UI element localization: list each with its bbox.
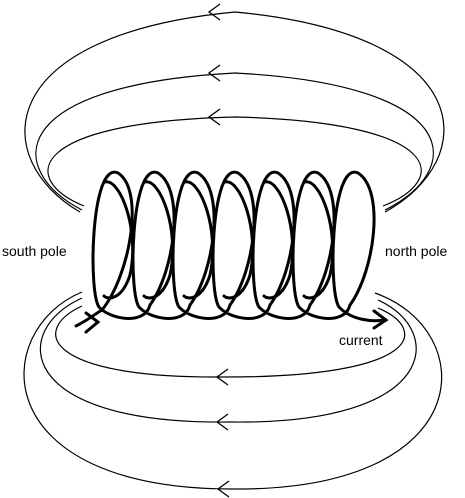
current-arrows <box>84 309 389 334</box>
coil-back-arcs <box>102 180 335 300</box>
current-in-arrowhead <box>84 311 101 334</box>
arrowhead-lower-inner <box>215 368 229 386</box>
lower-field-lines <box>23 291 443 490</box>
north-pole-label: north pole <box>385 243 447 259</box>
arrowhead-lower-middle <box>215 413 229 431</box>
field-line-upper-outer <box>24 11 445 213</box>
coil-front-arcs <box>74 170 386 328</box>
current-label: current <box>339 332 383 348</box>
arrowhead-upper-outer <box>207 3 221 21</box>
field-arrowheads <box>207 3 230 498</box>
field-line-upper-middle <box>35 72 434 211</box>
upper-field-lines <box>24 11 445 213</box>
field-line-lower-middle <box>39 297 417 423</box>
field-line-lower-outer <box>23 291 443 490</box>
arrowhead-upper-inner <box>207 108 221 126</box>
field-line-upper-inner <box>47 116 422 207</box>
current-out-arrowhead <box>372 309 389 330</box>
south-pole-label: south pole <box>2 243 67 259</box>
arrowhead-upper-middle <box>207 64 221 82</box>
arrowhead-lower-outer <box>216 480 230 498</box>
field-line-lower-inner <box>55 305 406 378</box>
solenoid-coil <box>74 170 386 328</box>
